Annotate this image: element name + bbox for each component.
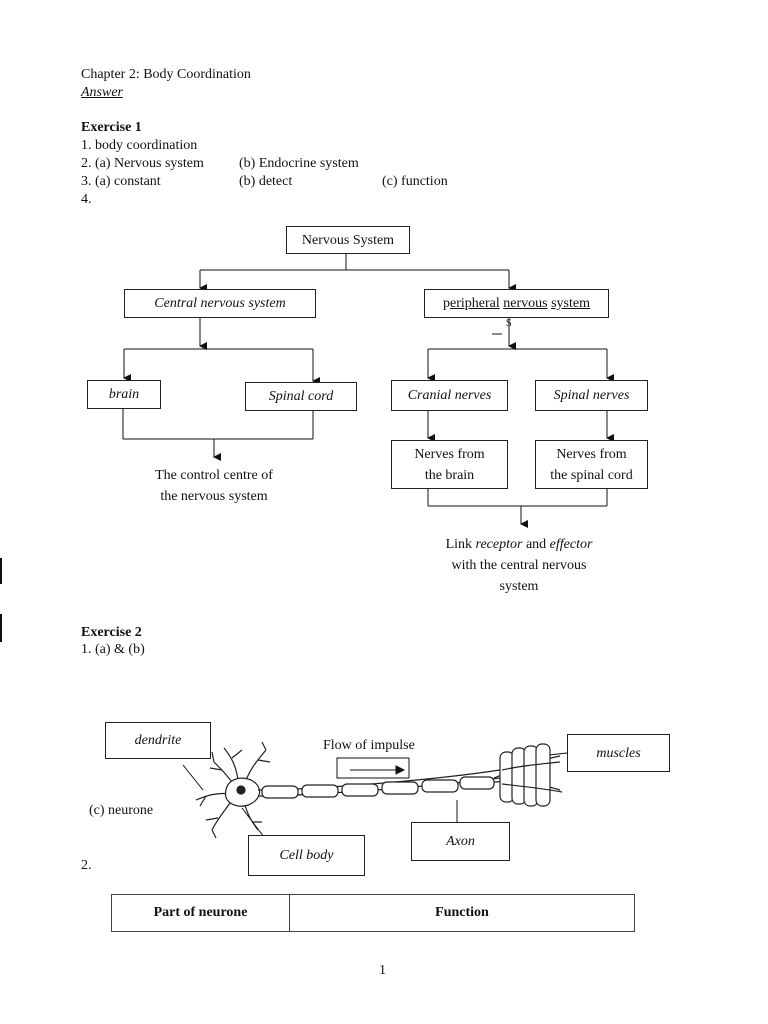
exercise1-q1: 1. body coordination bbox=[81, 138, 198, 153]
stray-mark: $ bbox=[506, 317, 512, 329]
exercise1-q2a: 2. (a) Nervous system bbox=[81, 156, 204, 171]
exercise2-q2: 2. bbox=[81, 858, 92, 873]
exercise1-q3a: 3. (a) constant bbox=[81, 174, 161, 189]
margin-mark bbox=[0, 614, 2, 642]
neurone-label: (c) neurone bbox=[89, 803, 154, 818]
control-centre-text: The control centre of the nervous system bbox=[155, 468, 273, 504]
cell-body-label-box: Cell body bbox=[248, 835, 365, 876]
exercise1-q3b: (b) detect bbox=[239, 174, 293, 189]
muscles-label-box: muscles bbox=[567, 734, 670, 772]
exercise1-q3c: (c) function bbox=[382, 174, 448, 189]
exercise1-title: Exercise 1 bbox=[81, 120, 142, 135]
page-number: 1 bbox=[379, 963, 386, 978]
link-text: Link receptor and effector with the cent… bbox=[445, 537, 593, 594]
central-nervous-system-box: Central nervous system bbox=[124, 289, 316, 318]
dendrite-label-box: dendrite bbox=[105, 722, 211, 759]
margin-mark bbox=[0, 558, 2, 584]
exercise1-q4: 4. bbox=[81, 192, 92, 207]
spinal-cord-box: Spinal cord bbox=[245, 382, 357, 411]
nervous-system-box: Nervous System bbox=[286, 226, 410, 254]
nerves-from-spinal-cord-box: Nerves from the spinal cord bbox=[535, 440, 648, 489]
exercise2-q1: 1. (a) & (b) bbox=[81, 642, 145, 657]
cranial-nerves-box: Cranial nerves bbox=[391, 380, 508, 411]
peripheral-nervous-system-box: peripheral nervous system bbox=[424, 289, 609, 318]
flow-of-impulse-label: Flow of impulse bbox=[323, 738, 415, 753]
neurone-parts-table: Part of neurone Function bbox=[111, 894, 635, 932]
chapter-title: Chapter 2: Body Coordination bbox=[81, 67, 251, 82]
brain-box: brain bbox=[87, 380, 161, 409]
axon-label-box: Axon bbox=[411, 822, 510, 861]
answer-heading: Answer bbox=[81, 85, 123, 100]
table-header-function: Function bbox=[289, 894, 635, 932]
table-header-row: Part of neurone Function bbox=[111, 894, 635, 932]
nerves-from-brain-box: Nerves from the brain bbox=[391, 440, 508, 489]
exercise2-title: Exercise 2 bbox=[81, 625, 142, 640]
table-header-part: Part of neurone bbox=[111, 894, 290, 932]
exercise1-q2b: (b) Endocrine system bbox=[239, 156, 359, 171]
spinal-nerves-box: Spinal nerves bbox=[535, 380, 648, 411]
